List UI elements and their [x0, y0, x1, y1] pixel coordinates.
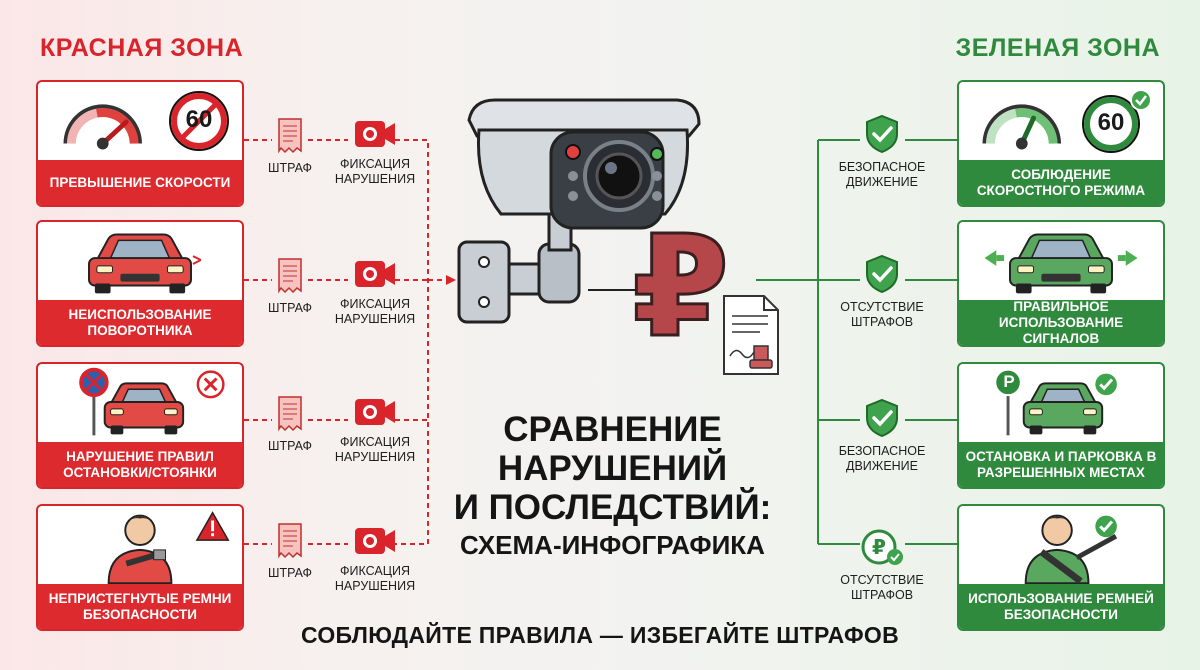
red-card-caption: НЕПРИСТЕГНУТЫЕ РЕМНИ БЕЗОПАСНОСТИ — [38, 584, 242, 629]
fixation-label: ФИКСАЦИЯ НАРУШЕНИЯ — [330, 395, 420, 465]
traffic-camera-icon — [457, 98, 701, 324]
receipt-icon — [278, 118, 302, 154]
fine-text: ШТРАФ — [267, 301, 313, 315]
receipt-icon — [278, 523, 302, 559]
ruble-coin-check-icon: ₽ — [861, 529, 903, 565]
ruble-with-document: ₽ — [630, 216, 779, 375]
fixation-label: ФИКСАЦИЯ НАРУШЕНИЯ — [330, 117, 420, 187]
video-camera-icon — [355, 528, 395, 554]
safe-driving-text: БЕЗОПАСНОЕ ДВИЖЕНИЕ — [838, 160, 926, 189]
red-card-turn-signal: НЕИСПОЛЬЗОВАНИЕ ПОВОРОТНИКА — [36, 220, 244, 347]
speed-limit-sign-crossed-icon — [169, 91, 229, 151]
no-fines-text: ОТСУТСТВИЕ ШТРАФОВ — [840, 300, 924, 329]
red-card-parking: НАРУШЕНИЕ ПРАВИЛ ОСТАНОВКИ/СТОЯНКИ — [36, 362, 244, 489]
safe-driving-label: БЕЗОПАСНОЕ ДВИЖЕНИЕ — [832, 398, 932, 474]
safe-driving-label: БЕЗОПАСНОЕ ДВИЖЕНИЕ — [832, 114, 932, 190]
video-camera-icon — [355, 121, 395, 147]
speedometer-icon — [982, 104, 1061, 150]
speed-limit-sign-ok-icon — [1082, 89, 1152, 153]
receipt-icon — [278, 396, 302, 432]
red-car-icon — [88, 233, 202, 294]
ruble-sign-icon: ₽ — [630, 206, 730, 369]
buckled-driver-icon — [1024, 514, 1118, 584]
fine-label: ШТРАФ — [262, 257, 318, 316]
no-parking-car-icon — [79, 367, 225, 436]
green-card-signals: ПРАВИЛЬНОЕ ИСПОЛЬЗОВАНИЕ СИГНАЛОВ — [957, 220, 1165, 347]
no-fines-text: ОТСУТСТВИЕ ШТРАФОВ — [840, 573, 924, 602]
red-card-seatbelt: НЕПРИСТЕГНУТЫЕ РЕМНИ БЕЗОПАСНОСТИ — [36, 504, 244, 631]
red-card-caption: ПРЕВЫШЕНИЕ СКОРОСТИ — [38, 160, 242, 205]
fixation-label: ФИКСАЦИЯ НАРУШЕНИЯ — [330, 524, 420, 594]
no-fines-label: ОТСУТСТВИЕ ШТРАФОВ — [832, 254, 932, 330]
fixation-text: ФИКСАЦИЯ НАРУШЕНИЯ — [334, 435, 416, 464]
infographic-title: СРАВНЕНИЕ НАРУШЕНИЙ И ПОСЛЕДСТВИЙ: СХЕМА… — [440, 410, 785, 561]
speed-limit-value: 60 — [1097, 109, 1125, 136]
video-camera-icon — [355, 399, 395, 425]
parking-car-icon — [994, 368, 1117, 436]
video-camera-icon — [355, 261, 395, 287]
title-line-1: СРАВНЕНИЕ — [503, 410, 722, 449]
green-card-parking: P ОСТАНОВКА И ПАРКОВКА В РАЗРЕШЕННЫХ МЕС… — [957, 362, 1165, 489]
shield-check-icon — [866, 254, 898, 294]
green-card-caption: СОБЛЮДЕНИЕ СКОРОСТНОГО РЕЖИМА — [959, 160, 1163, 205]
green-card-caption: ОСТАНОВКА И ПАРКОВКА В РАЗРЕШЕННЫХ МЕСТА… — [959, 442, 1163, 487]
red-card-caption: НАРУШЕНИЕ ПРАВИЛ ОСТАНОВКИ/СТОЯНКИ — [38, 442, 242, 487]
speedometer-icon — [63, 104, 142, 150]
receipt-icon — [278, 258, 302, 294]
document-stamp-icon — [723, 295, 779, 375]
title-line-2: НАРУШЕНИЙ — [497, 449, 728, 488]
shield-check-icon — [866, 114, 898, 154]
fine-text: ШТРАФ — [267, 439, 313, 453]
fixation-text: ФИКСАЦИЯ НАРУШЕНИЯ — [334, 564, 416, 593]
green-card-caption: ИСПОЛЬЗОВАНИЕ РЕМНЕЙ БЕЗОПАСНОСТИ — [959, 584, 1163, 629]
fixation-label: ФИКСАЦИЯ НАРУШЕНИЯ — [330, 257, 420, 327]
slogan: СОБЛЮДАЙТЕ ПРАВИЛА — ИЗБЕГАЙТЕ ШТРАФОВ — [301, 622, 899, 648]
green-card-caption: ПРАВИЛЬНОЕ ИСПОЛЬЗОВАНИЕ СИГНАЛОВ — [959, 299, 1163, 345]
green-card-seatbelt: ИСПОЛЬЗОВАНИЕ РЕМНЕЙ БЕЗОПАСНОСТИ — [957, 504, 1165, 631]
fine-text: ШТРАФ — [267, 161, 313, 175]
svg-text:₽: ₽ — [872, 535, 886, 559]
no-fines-label: ₽ ОТСУТСТВИЕ ШТРАФОВ — [832, 527, 932, 603]
fixation-text: ФИКСАЦИЯ НАРУШЕНИЯ — [334, 157, 416, 186]
unbuckled-driver-icon — [107, 511, 230, 584]
red-zone-title: КРАСНАЯ ЗОНА — [40, 34, 244, 62]
shield-check-icon — [866, 398, 898, 438]
title-line-3: И ПОСЛЕДСТВИЙ: — [453, 488, 772, 527]
fine-label: ШТРАФ — [262, 117, 318, 176]
safe-driving-text: БЕЗОПАСНОЕ ДВИЖЕНИЕ — [838, 444, 926, 473]
green-zone-title: ЗЕЛЕНАЯ ЗОНА — [955, 34, 1160, 62]
fine-label: ШТРАФ — [262, 395, 318, 454]
fine-label: ШТРАФ — [262, 522, 318, 581]
green-car-icon — [984, 233, 1138, 294]
fine-text: ШТРАФ — [267, 566, 313, 580]
title-line-4: СХЕМА-ИНФОГРАФИКА — [460, 530, 765, 560]
fixation-text: ФИКСАЦИЯ НАРУШЕНИЯ — [334, 297, 416, 326]
speed-limit-value: 60 — [185, 106, 213, 133]
parking-sign-letter: P — [1003, 372, 1015, 391]
red-card-caption: НЕИСПОЛЬЗОВАНИЕ ПОВОРОТНИКА — [38, 300, 242, 345]
red-card-speeding: 60 ПРЕВЫШЕНИЕ СКОРОСТИ — [36, 80, 244, 207]
green-card-speed: 60 СОБЛЮДЕНИЕ СКОРОСТНОГО РЕЖИМА — [957, 80, 1165, 207]
